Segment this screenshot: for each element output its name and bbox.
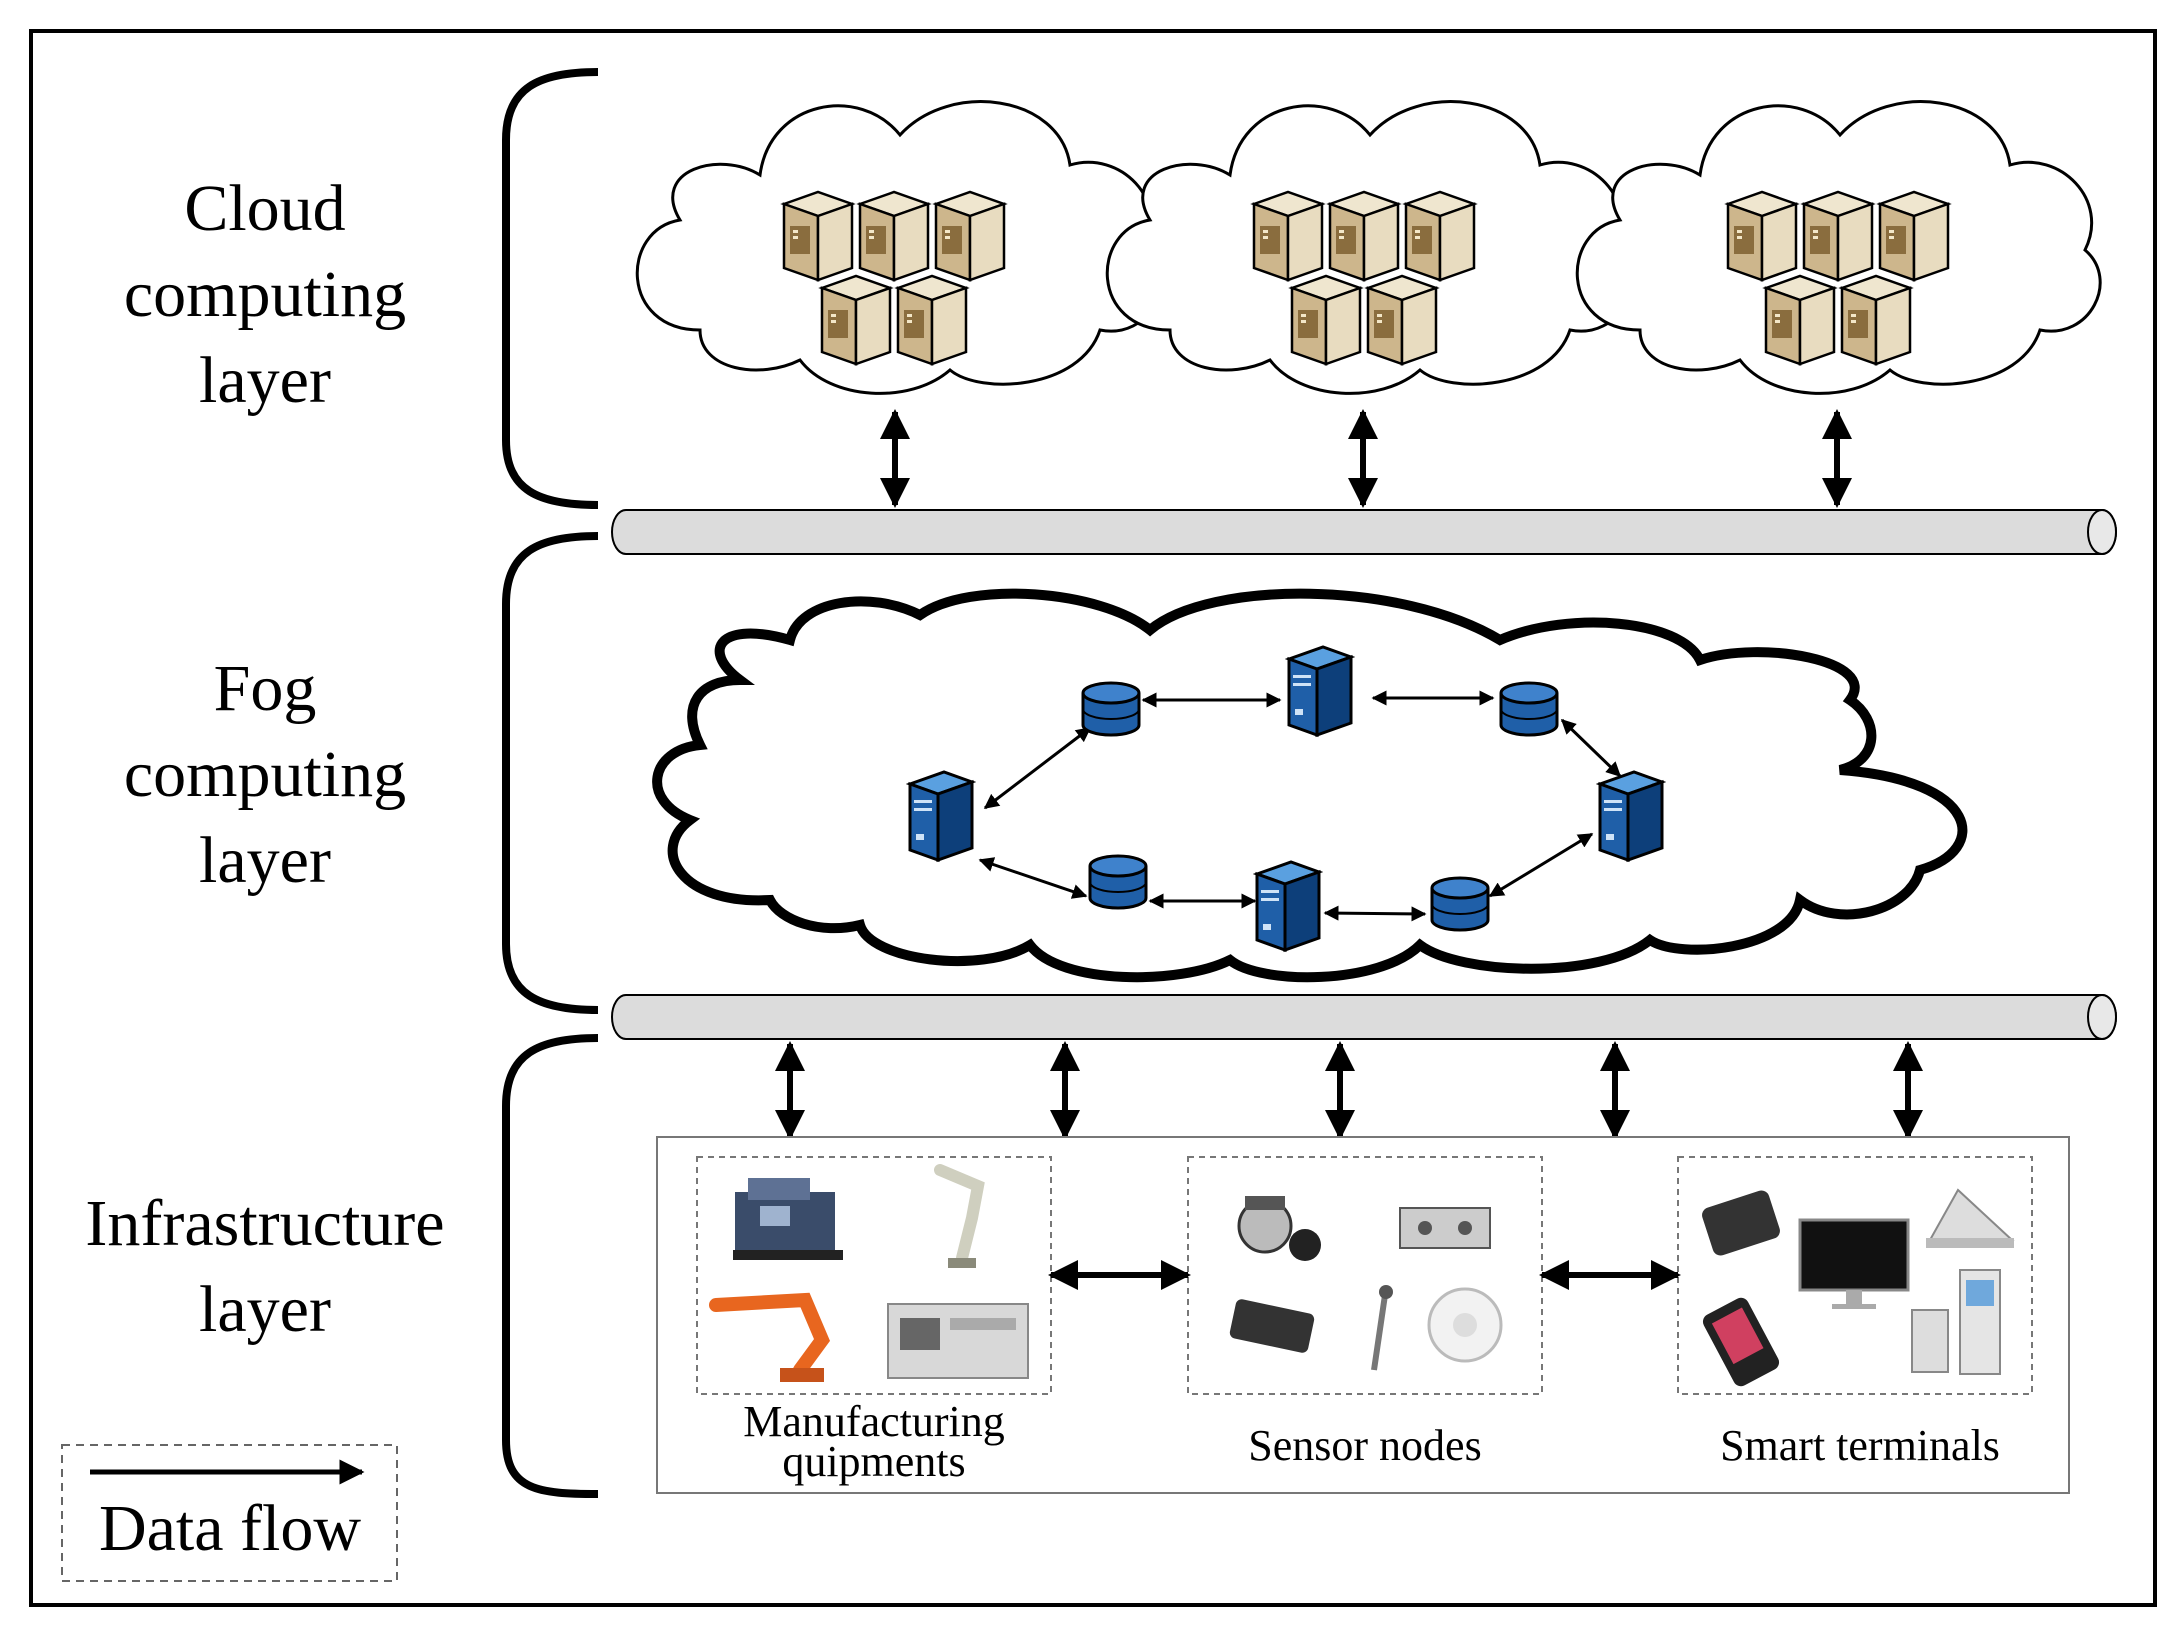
terminals-group-box bbox=[1677, 1156, 2033, 1395]
manufacturing-group-box bbox=[696, 1156, 1052, 1395]
mobile-terminal-icon bbox=[1702, 1297, 1780, 1387]
fog-link bbox=[1560, 718, 1622, 778]
server-icon bbox=[896, 274, 968, 366]
cloud-layer-label: Cloud computing layer bbox=[124, 172, 406, 417]
robot-arm-orange-icon bbox=[709, 1292, 831, 1382]
server-icon bbox=[1366, 274, 1438, 366]
server-icon bbox=[858, 190, 930, 282]
cloud-layer-brace bbox=[502, 68, 599, 509]
server-icon bbox=[934, 190, 1006, 282]
infrastructure-layer-label-line2: layer bbox=[199, 1273, 331, 1346]
fog-database-icon bbox=[1081, 681, 1141, 737]
smart-terminals-label: Smart terminals bbox=[1720, 1421, 2000, 1470]
pressure-sensor-icon bbox=[1237, 1196, 1321, 1261]
robot-arm-white-icon bbox=[934, 1164, 985, 1268]
server-icon bbox=[1726, 190, 1798, 282]
fog-link bbox=[978, 857, 1088, 899]
server-icon bbox=[1802, 190, 1874, 282]
fog-layer-label: Fog computing layer bbox=[124, 652, 406, 897]
server-icon bbox=[782, 190, 854, 282]
server-icon bbox=[1290, 274, 1362, 366]
lower-network-bus bbox=[611, 994, 2117, 1040]
legend: Data flow bbox=[61, 1444, 398, 1582]
fog-server-icon bbox=[1287, 645, 1353, 737]
smoke-detector-icon bbox=[1427, 1287, 1503, 1363]
infrastructure-layer-label-line1: Infrastructure bbox=[85, 1187, 444, 1260]
fog-server-icon bbox=[1255, 860, 1321, 952]
fog-ring-connections bbox=[978, 690, 1622, 922]
monitor-icon bbox=[1798, 1218, 1910, 1309]
infrastructure-layer-brace bbox=[502, 1034, 599, 1498]
cloud-layer-label-line2: computing bbox=[124, 258, 406, 331]
fog-server-icon bbox=[1598, 770, 1664, 862]
server-icon bbox=[1840, 274, 1912, 366]
fog-layer-label-line1: Fog bbox=[214, 652, 317, 725]
server-icon bbox=[1878, 190, 1950, 282]
fog-server-icon bbox=[908, 770, 974, 862]
legend-label: Data flow bbox=[99, 1492, 361, 1565]
server-icon bbox=[1764, 274, 1836, 366]
manufacturing-label-line2: quipments bbox=[782, 1437, 965, 1486]
server-icon bbox=[1252, 190, 1324, 282]
sensor-group-box bbox=[1187, 1156, 1543, 1395]
upper-network-bus bbox=[611, 509, 2117, 555]
server-icon bbox=[1328, 190, 1400, 282]
sensor-module-icon bbox=[1229, 1299, 1315, 1353]
fog-link bbox=[983, 726, 1092, 810]
probe-sensor-icon bbox=[1371, 1285, 1393, 1371]
cloud-layer-label-line3: layer bbox=[199, 344, 331, 417]
fog-layer-label-line3: layer bbox=[199, 824, 331, 897]
load-cell-icon bbox=[1399, 1207, 1491, 1249]
infrastructure-layer-label: Infrastructure layer bbox=[85, 1187, 444, 1346]
fog-database-icon bbox=[1430, 876, 1490, 932]
fog-link bbox=[1323, 905, 1427, 922]
fog-database-icon bbox=[1499, 681, 1559, 737]
fog-layer-label-line2: computing bbox=[124, 738, 406, 811]
fog-database-icon bbox=[1088, 854, 1148, 910]
kiosk-screen-icon bbox=[1926, 1188, 2015, 1248]
fog-link bbox=[1488, 832, 1594, 898]
server-icon bbox=[820, 274, 892, 366]
pos-terminal-icon bbox=[1702, 1190, 1780, 1256]
manufacturing-label-line1: Manufacturing bbox=[743, 1397, 1004, 1446]
cloud-layer-label-line1: Cloud bbox=[184, 172, 345, 245]
fog-layer-brace bbox=[502, 532, 599, 1014]
self-service-kiosk-icon bbox=[1911, 1269, 2001, 1375]
cnc-machine-icon bbox=[733, 1178, 843, 1260]
server-icon bbox=[1404, 190, 1476, 282]
sensor-nodes-label: Sensor nodes bbox=[1248, 1421, 1481, 1470]
production-machine-icon bbox=[887, 1303, 1029, 1379]
